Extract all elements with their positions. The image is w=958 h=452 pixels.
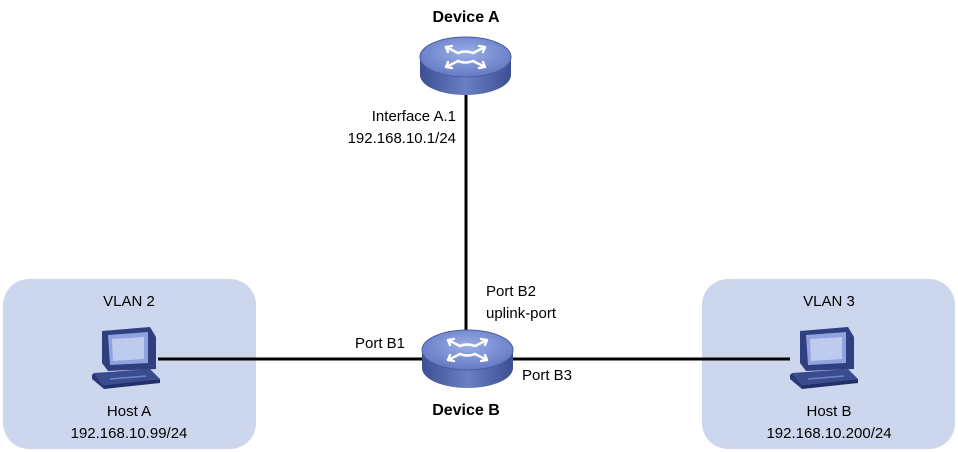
vlan-2-label: VLAN 2 (103, 293, 155, 310)
host-b-ip: 192.168.10.200/24 (766, 425, 892, 442)
interface-a1-label: Interface A.1 (371, 108, 456, 125)
pc-icon (786, 325, 860, 393)
interface-a1-ip: 192.168.10.1/24 (347, 130, 456, 147)
router-icon (418, 33, 513, 97)
switch-icon (420, 326, 515, 390)
device-b-name: Device B (432, 402, 500, 419)
vlan-3-label: VLAN 3 (803, 293, 855, 310)
device-a-name: Device A (432, 9, 500, 26)
port-b1-label: Port B1 (355, 335, 406, 352)
port-b2-label: Port B2 (486, 283, 537, 300)
pc-icon (88, 325, 162, 393)
host-a-ip: 192.168.10.99/24 (70, 425, 188, 442)
host-a-name: Host A (106, 403, 152, 420)
port-b3-label: Port B3 (522, 367, 573, 384)
host-b-name: Host B (806, 403, 852, 420)
port-b2-role: uplink-port (486, 305, 557, 322)
